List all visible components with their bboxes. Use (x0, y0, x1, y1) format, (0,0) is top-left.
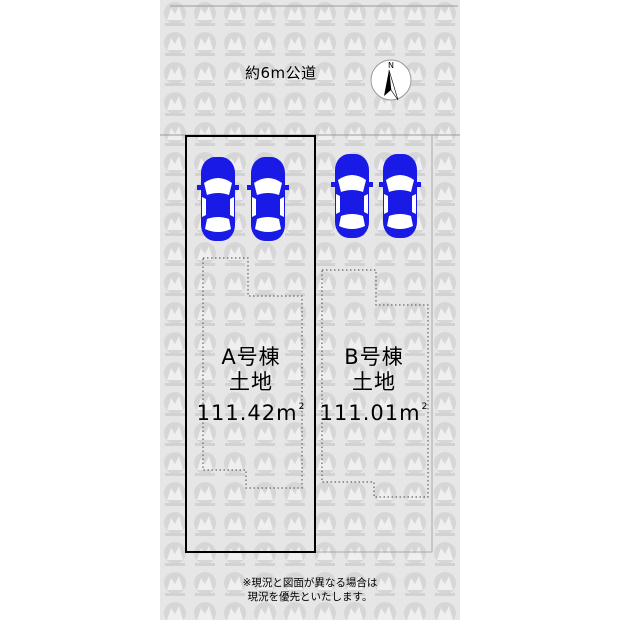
note-line-2: 現況を優先といたします。 (247, 591, 373, 603)
lot-a-area-value: 111.42m (196, 401, 298, 425)
lot-b-label: B号棟 土地 111.01m2 (318, 345, 430, 426)
lot-a-boundary (185, 135, 316, 553)
lot-a-name: A号棟 (221, 345, 281, 369)
car-icon (197, 157, 239, 241)
car-icon (247, 157, 289, 241)
lot-a-area-sup: 2 (298, 402, 306, 412)
lot-a-type: 土地 (229, 370, 273, 394)
lot-b-area: 111.01m2 (318, 395, 430, 426)
lot-b-area-sup: 2 (421, 402, 429, 412)
site-background (160, 0, 460, 620)
disclaimer-note: ※現況と図面が異なる場合は 現況を優先といたします。 (160, 576, 460, 604)
note-line-1: ※現況と図面が異なる場合は (242, 577, 378, 589)
compass-icon: N (370, 59, 412, 101)
lot-b-name: B号棟 (344, 345, 404, 369)
lot-a-label: A号棟 土地 111.42m2 (195, 345, 307, 426)
lot-a-area: 111.42m2 (195, 395, 307, 426)
lot-b-type: 土地 (352, 370, 396, 394)
road-label: 約6m公道 (245, 64, 317, 82)
car-icon (379, 154, 421, 238)
car-icon (331, 154, 373, 238)
building-b-footprint (321, 269, 429, 498)
compass-north-label: N (388, 61, 394, 70)
building-a-footprint (202, 257, 303, 489)
watermark-pattern (160, 0, 460, 620)
lot-b-area-value: 111.01m (319, 401, 421, 425)
